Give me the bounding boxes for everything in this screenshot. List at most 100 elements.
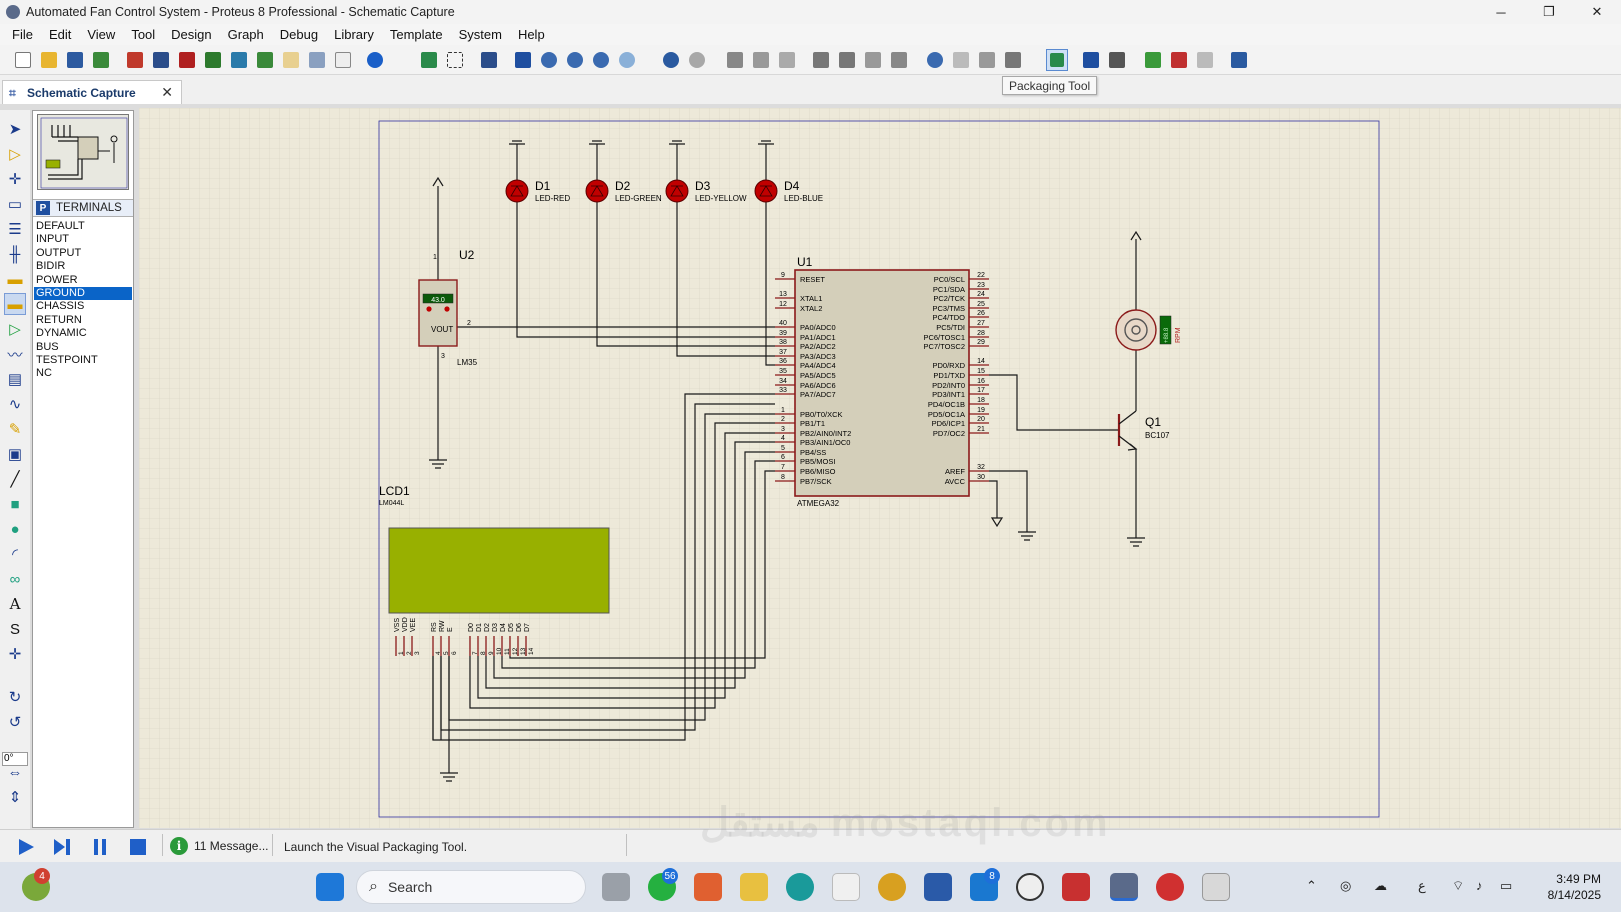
lm35-sensor[interactable]: U2 1 43.0 VOUT 2 3 LM35: [418, 248, 478, 367]
buses-icon[interactable]: ╫: [9, 245, 21, 263]
menu-design[interactable]: Design: [171, 27, 212, 42]
snipping-tool-icon[interactable]: [1202, 873, 1230, 901]
terminal-item-return[interactable]: RETURN: [36, 313, 82, 326]
block-rotate-icon[interactable]: [862, 49, 884, 71]
language-indicator[interactable]: ع: [1418, 878, 1426, 893]
tab-close-icon[interactable]: ✕: [161, 84, 173, 100]
box-draw-icon[interactable]: ■: [10, 495, 20, 513]
step-icon[interactable]: [52, 837, 72, 857]
rotate-anticlockwise-icon[interactable]: ↺: [8, 714, 22, 731]
led-d2[interactable]: D2 LED-GREEN: [585, 179, 662, 203]
terminal-item-input[interactable]: INPUT: [36, 233, 69, 246]
dc-motor[interactable]: +88.8 RPM: [1115, 309, 1182, 351]
minimize-button[interactable]: ─: [1496, 4, 1506, 20]
home-icon[interactable]: [124, 49, 146, 71]
zoom-in-icon[interactable]: [538, 49, 560, 71]
import-icon[interactable]: [90, 49, 112, 71]
3d-viewer-icon[interactable]: [228, 49, 250, 71]
menu-help[interactable]: Help: [517, 27, 545, 42]
packaging-tool-icon[interactable]: [1002, 49, 1024, 71]
rotate-clockwise-icon[interactable]: ↻: [8, 689, 22, 706]
play-icon[interactable]: [16, 837, 36, 857]
terminal-item-testpoint[interactable]: TESTPOINT: [36, 353, 98, 366]
notes-icon[interactable]: [332, 49, 354, 71]
virtual-instruments-icon[interactable]: ▣: [7, 446, 23, 463]
remove-sheet-icon[interactable]: [1168, 49, 1190, 71]
schematic-icon[interactable]: [150, 49, 172, 71]
help-icon[interactable]: [364, 49, 386, 71]
power-rail-terminal[interactable]: [509, 140, 525, 145]
overview-preview[interactable]: [37, 114, 129, 190]
menu-template[interactable]: Template: [389, 27, 443, 42]
clock-app-icon[interactable]: [1016, 873, 1044, 901]
ground-terminal[interactable]: [429, 459, 447, 469]
block-move-icon[interactable]: [836, 49, 858, 71]
wifi-icon[interactable]: ⌔: [1452, 878, 1465, 893]
menu-view[interactable]: View: [87, 27, 116, 42]
ground-arrow-terminal[interactable]: [990, 517, 1004, 528]
file-explorer-icon[interactable]: [740, 873, 768, 901]
circle-draw-icon[interactable]: ●: [10, 520, 20, 538]
task-view-icon[interactable]: [602, 873, 630, 901]
terminal-item-power[interactable]: POWER: [36, 273, 78, 286]
voltage-probe-icon[interactable]: ✎: [8, 421, 22, 438]
zoom-out-icon[interactable]: [564, 49, 586, 71]
menu-tool[interactable]: Tool: [131, 27, 156, 42]
vsm-studio-icon[interactable]: [306, 49, 328, 71]
schematic-canvas[interactable]: D1 LED-RED D2 LED-GREEN D3 LED-YELLOW D4…: [139, 108, 1621, 828]
property-tool-icon[interactable]: [1106, 49, 1128, 71]
block-delete-icon[interactable]: [888, 49, 910, 71]
wire-label-icon[interactable]: ▭: [7, 196, 23, 213]
terminal-item-bidir[interactable]: BIDIR: [36, 260, 66, 273]
menu-graph[interactable]: Graph: [227, 27, 264, 42]
ground-terminal[interactable]: [1018, 531, 1036, 541]
graph-mode-icon[interactable]: 〰: [7, 346, 23, 364]
close-button[interactable]: ✕: [1591, 4, 1603, 19]
pick-button[interactable]: P: [36, 201, 50, 215]
menu-debug[interactable]: Debug: [279, 27, 319, 42]
ground-terminal[interactable]: [1127, 537, 1145, 547]
mirror-vertical-icon[interactable]: ⇕: [8, 789, 22, 806]
save-icon[interactable]: [64, 49, 86, 71]
redo-icon[interactable]: [686, 49, 708, 71]
copy-icon[interactable]: [750, 49, 772, 71]
menu-file[interactable]: File: [12, 27, 33, 42]
terminal-item-output[interactable]: OUTPUT: [36, 246, 82, 259]
ground-terminal[interactable]: [440, 772, 458, 782]
led-d1[interactable]: D1 LED-RED: [505, 179, 570, 203]
bom-icon[interactable]: [254, 49, 276, 71]
generator-icon[interactable]: ∿: [8, 396, 22, 413]
zoom-area-icon[interactable]: [616, 49, 638, 71]
pcb-icon[interactable]: [176, 49, 198, 71]
restore-button[interactable]: ❐: [1543, 4, 1555, 19]
terminal-item-chassis[interactable]: CHASSIS: [36, 300, 85, 313]
pick-device-icon[interactable]: [924, 49, 946, 71]
grid-icon[interactable]: [444, 49, 466, 71]
led-d4[interactable]: D4 LED-BLUE: [754, 179, 823, 203]
wire-autorouter-icon[interactable]: [1046, 49, 1068, 71]
messages-indicator[interactable]: i 11 Message...: [170, 835, 268, 857]
volume-icon[interactable]: ♪: [1476, 878, 1483, 893]
lcd-lm044l[interactable]: LCD1 LM044L VSS1VDD2VEE3RS4RW5E6D07D18D2…: [379, 484, 610, 656]
menu-edit[interactable]: Edit: [48, 27, 72, 42]
paste-icon[interactable]: [776, 49, 798, 71]
search-tag-icon[interactable]: [1080, 49, 1102, 71]
taskbar-search-box[interactable]: ⌕ Search: [356, 870, 586, 904]
copilot-icon[interactable]: [694, 873, 722, 901]
edge-icon[interactable]: [786, 873, 814, 901]
text-script-icon[interactable]: ☰: [8, 221, 22, 238]
origin-icon[interactable]: [478, 49, 500, 71]
power-rail-terminal[interactable]: [589, 140, 605, 145]
cut-icon[interactable]: [724, 49, 746, 71]
refresh-icon[interactable]: [418, 49, 440, 71]
new-sheet-icon[interactable]: [1142, 49, 1164, 71]
exit-parent-icon[interactable]: [1194, 49, 1216, 71]
menu-system[interactable]: System: [458, 27, 502, 42]
stop-icon[interactable]: [128, 837, 148, 857]
battery-icon[interactable]: ▭: [1500, 878, 1513, 893]
new-file-icon[interactable]: [12, 49, 34, 71]
terminal-item-dynamic[interactable]: DYNAMIC: [36, 327, 87, 340]
transistor-q1[interactable]: Q1 BC107: [1117, 410, 1170, 451]
tray-chevron-icon[interactable]: ⌃: [1306, 878, 1317, 893]
store-icon[interactable]: [832, 873, 860, 901]
